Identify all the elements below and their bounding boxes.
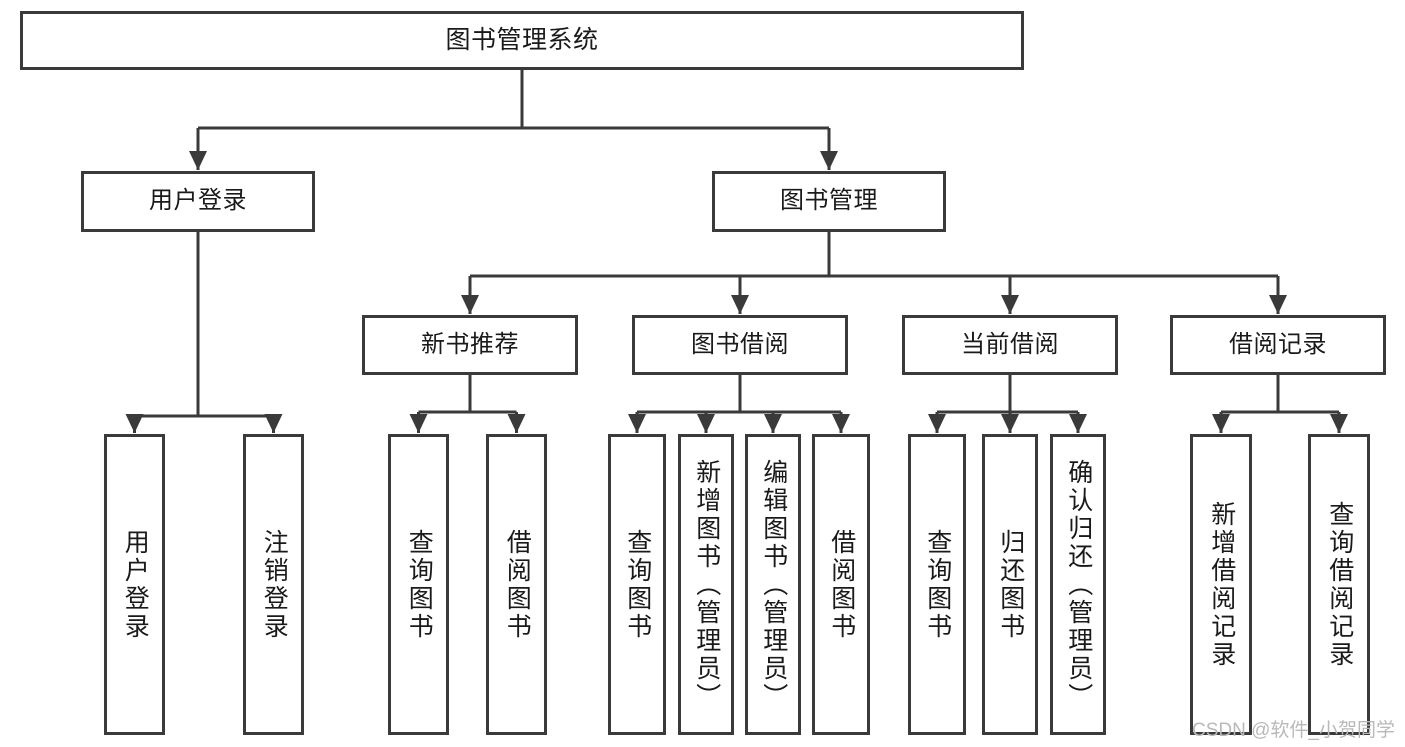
node-label: 查询图书: [623, 528, 652, 641]
node-label: 查询借阅记录: [1325, 500, 1354, 669]
node-bookmgmt[interactable]: 图书管理: [712, 171, 946, 232]
arrowhead-leaf-bor-lend: [832, 414, 850, 433]
node-leaf-new-query[interactable]: 查询图书: [388, 434, 449, 735]
arrowhead-current: [1001, 295, 1019, 314]
arrowhead-leaf-user-login: [125, 414, 144, 433]
arrowhead-leaf-cur-confirm: [1069, 414, 1087, 433]
node-borrow[interactable]: 图书借阅: [632, 315, 848, 375]
node-label: 借阅图书: [503, 528, 532, 641]
node-current[interactable]: 当前借阅: [902, 315, 1118, 375]
node-leaf-new-borrow[interactable]: 借阅图书: [486, 434, 547, 735]
node-records[interactable]: 借阅记录: [1170, 315, 1386, 375]
node-label: 图书管理系统: [445, 25, 599, 54]
arrowhead-leaf-bor-edit: [764, 414, 782, 433]
node-leaf-cur-query[interactable]: 查询图书: [908, 434, 966, 735]
node-label: 用户登录: [121, 528, 150, 641]
arrowhead-leaf-rec-query: [1330, 414, 1348, 433]
node-login[interactable]: 用户登录: [81, 171, 315, 232]
arrowhead-leaf-cur-query: [928, 414, 946, 433]
node-newbooks[interactable]: 新书推荐: [362, 315, 578, 375]
node-leaf-user-logout[interactable]: 注销登录: [243, 434, 304, 735]
node-label: 用户登录: [149, 187, 247, 215]
node-label: 图书借阅: [691, 330, 789, 358]
arrowhead-leaf-user-logout: [264, 414, 283, 433]
node-label: 归还图书: [996, 528, 1025, 641]
node-label: 确认归还（管理员）: [1064, 458, 1093, 711]
node-label: 借阅图书: [827, 528, 856, 641]
node-leaf-cur-confirm[interactable]: 确认归还（管理员）: [1050, 434, 1106, 735]
node-label: 借阅记录: [1229, 330, 1327, 358]
node-label: 新增图书（管理员）: [692, 458, 721, 711]
node-leaf-user-login[interactable]: 用户登录: [104, 434, 165, 735]
node-root[interactable]: 图书管理系统: [20, 11, 1024, 70]
node-leaf-cur-return[interactable]: 归还图书: [982, 434, 1038, 735]
arrowhead-records: [1269, 295, 1287, 314]
node-label: 新增借阅记录: [1207, 500, 1236, 669]
arrowhead-leaf-cur-return: [1001, 414, 1019, 433]
node-label: 当前借阅: [961, 330, 1059, 358]
node-leaf-rec-query[interactable]: 查询借阅记录: [1308, 434, 1370, 735]
arrowhead-bookmgmt: [820, 151, 838, 170]
node-label: 编辑图书（管理员）: [759, 458, 788, 711]
arrowhead-leaf-bor-query: [628, 414, 646, 433]
arrowhead-login: [189, 151, 207, 170]
node-label: 注销登录: [260, 528, 289, 641]
arrowhead-leaf-new-query: [409, 414, 428, 433]
node-label: 查询图书: [923, 528, 952, 641]
node-leaf-bor-lend[interactable]: 借阅图书: [812, 434, 870, 735]
node-label: 新书推荐: [421, 330, 519, 358]
node-leaf-rec-add[interactable]: 新增借阅记录: [1190, 434, 1252, 735]
node-leaf-bor-add[interactable]: 新增图书（管理员）: [678, 434, 734, 735]
arrowhead-leaf-bor-add: [697, 414, 715, 433]
watermark-text: CSDN @软件_小贺同学: [1192, 720, 1395, 741]
arrowhead-borrow: [731, 295, 749, 314]
arrowhead-leaf-rec-add: [1212, 414, 1230, 433]
arrowhead-leaf-new-borrow: [507, 414, 526, 433]
node-label: 图书管理: [780, 187, 878, 215]
arrowhead-newbooks: [461, 295, 479, 314]
node-label: 查询图书: [405, 528, 434, 641]
node-leaf-bor-edit[interactable]: 编辑图书（管理员）: [745, 434, 801, 735]
node-leaf-bor-query[interactable]: 查询图书: [608, 434, 666, 735]
